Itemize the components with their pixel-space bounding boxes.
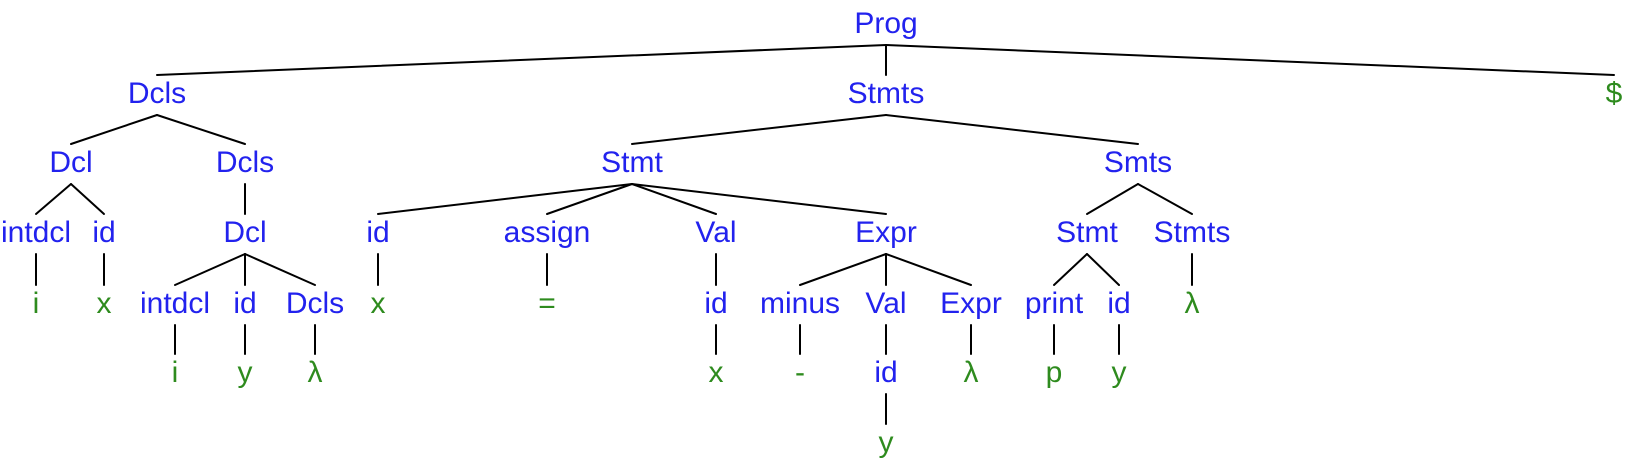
nonterminal-stmts: Stmts bbox=[1154, 216, 1231, 249]
tree-edge bbox=[1086, 253, 1120, 286]
terminal-i: i bbox=[172, 356, 179, 389]
tree-edge bbox=[156, 114, 246, 145]
terminal-y: y bbox=[238, 356, 253, 389]
nonterminal-dcl: Dcl bbox=[49, 146, 92, 179]
tree-edge bbox=[1137, 183, 1193, 215]
tree-edges bbox=[35, 44, 1615, 425]
nonterminal-intdcl: intdcl bbox=[140, 287, 210, 320]
terminal-y: y bbox=[879, 426, 894, 459]
terminal-x: x bbox=[371, 287, 386, 320]
tree-edge bbox=[631, 183, 887, 215]
nonterminal-dcl: Dcl bbox=[223, 216, 266, 249]
terminal-equals: = bbox=[538, 287, 556, 320]
nonterminal-intdcl: intdcl bbox=[1, 216, 71, 249]
tree-edge bbox=[1053, 253, 1088, 286]
tree-edge bbox=[885, 44, 1615, 76]
nonterminal-expr: Expr bbox=[940, 287, 1002, 320]
nonterminal-print: print bbox=[1025, 287, 1084, 320]
tree-edge bbox=[631, 114, 887, 145]
nonterminal-smts: Smts bbox=[1104, 146, 1172, 179]
terminal-x: x bbox=[97, 287, 112, 320]
nonterminal-val: Val bbox=[695, 216, 736, 249]
tree-edge bbox=[885, 253, 972, 286]
terminal-lambda: λ bbox=[964, 356, 979, 389]
nonterminal-minus: minus bbox=[760, 287, 840, 320]
terminal-lambda: λ bbox=[308, 356, 323, 389]
nonterminal-assign: assign bbox=[504, 216, 591, 249]
terminal-dollar: $ bbox=[1606, 77, 1623, 110]
nonterminal-val: Val bbox=[865, 287, 906, 320]
tree-edge bbox=[35, 183, 72, 215]
tree-edge bbox=[70, 183, 105, 215]
nonterminal-id: id bbox=[366, 216, 389, 249]
nonterminal-dcls: Dcls bbox=[128, 77, 186, 110]
tree-edge bbox=[885, 114, 1139, 145]
tree-edge bbox=[244, 253, 316, 286]
terminal-lambda: λ bbox=[1185, 287, 1200, 320]
nonterminal-id: id bbox=[92, 216, 115, 249]
nonterminal-stmt: Stmt bbox=[601, 146, 663, 179]
terminal-x: x bbox=[709, 356, 724, 389]
tree-edge bbox=[546, 183, 633, 215]
nonterminal-id: id bbox=[874, 356, 897, 389]
tree-nodes: ProgDclsDclintdcliidxDclsDclintdcliidyDc… bbox=[1, 7, 1623, 459]
nonterminal-stmt: Stmt bbox=[1056, 216, 1118, 249]
tree-edge bbox=[156, 44, 887, 76]
tree-edge bbox=[174, 253, 246, 286]
tree-edge bbox=[377, 183, 633, 215]
tree-edge bbox=[1086, 183, 1139, 215]
nonterminal-id: id bbox=[704, 287, 727, 320]
nonterminal-prog: Prog bbox=[854, 7, 917, 40]
nonterminal-expr: Expr bbox=[855, 216, 917, 249]
nonterminal-id: id bbox=[1107, 287, 1130, 320]
terminal-i: i bbox=[33, 287, 40, 320]
tree-edge bbox=[631, 183, 717, 215]
terminal-p: p bbox=[1046, 356, 1063, 389]
nonterminal-dcls: Dcls bbox=[216, 146, 274, 179]
tree-edge bbox=[799, 253, 887, 286]
nonterminal-stmts: Stmts bbox=[848, 77, 925, 110]
terminal-y: y bbox=[1112, 356, 1127, 389]
tree-edge bbox=[70, 114, 158, 145]
nonterminal-dcls: Dcls bbox=[286, 287, 344, 320]
terminal-minus-sign: - bbox=[795, 356, 805, 389]
nonterminal-id: id bbox=[233, 287, 256, 320]
